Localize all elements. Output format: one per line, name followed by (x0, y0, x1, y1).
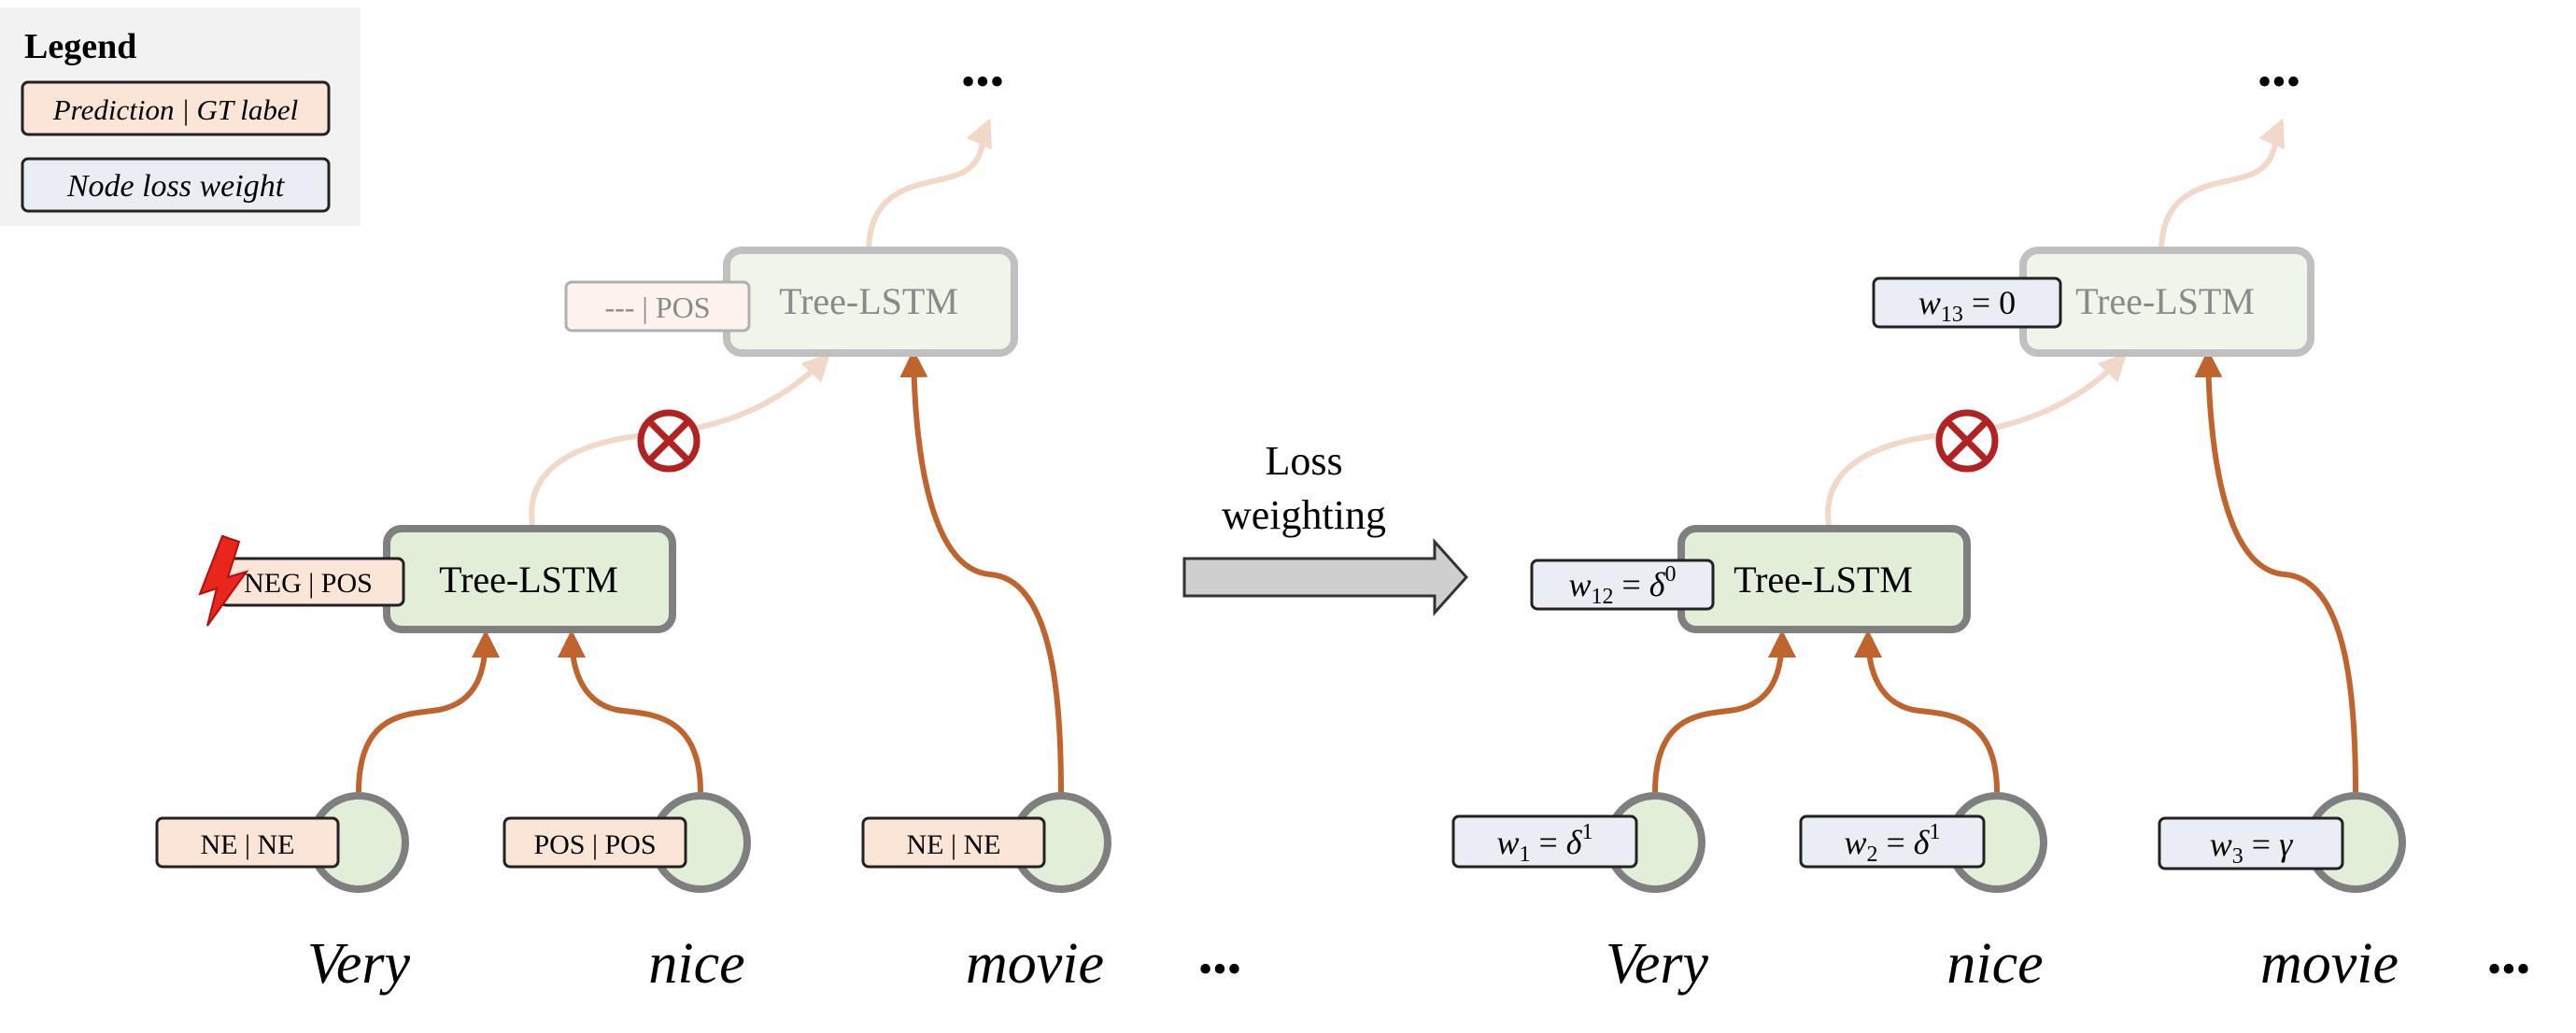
leaf-prediction-label-very: NE | NE (201, 829, 295, 860)
edge-nice-to-internal-weighted (1854, 630, 2000, 793)
root-prediction-box (564, 280, 751, 333)
cross-icon (637, 409, 701, 473)
internal-prediction-label: NEG | POS (244, 568, 373, 599)
internal-weight-box (1530, 559, 1715, 611)
edge-movie-to-root-weighted (2194, 349, 2358, 793)
transition-line1: Loss (1265, 438, 1342, 484)
leaf-prediction-label-movie: NE | NE (907, 829, 1001, 860)
ellipsis-top-left: ••• (961, 59, 1004, 105)
word-nice-weighted: nice (1946, 932, 2043, 996)
ellipsis-bottom-right: ••• (2487, 946, 2530, 992)
edge-very-to-internal (356, 630, 500, 793)
leaf-weight-box-nice (1799, 814, 1986, 869)
leaf-prediction-box-very (155, 816, 340, 869)
leaf-prediction-label-nice: POS | POS (533, 829, 656, 860)
leaf-weight-box-movie (2158, 816, 2344, 870)
root-weight-formula: w13 = 0 (1918, 284, 2016, 327)
transition-line2: weighting (1222, 492, 1386, 538)
lightning-bolt-icon (198, 534, 249, 627)
word-very: Very (307, 932, 411, 996)
leaf-weight-formula-movie: w3 = γ (2210, 826, 2293, 869)
edge-movie-to-root (899, 349, 1064, 793)
word-nice: nice (648, 932, 744, 996)
root-node-label-weighted: Tree-LSTM (2075, 280, 2255, 322)
ellipsis-top-right: ••• (2258, 59, 2300, 105)
legend: Legend Prediction | GT label Node loss w… (0, 7, 361, 226)
legend-prediction-swatch (21, 80, 331, 136)
leaf-prediction-box-movie (861, 816, 1046, 869)
edge-root-to-above (866, 118, 992, 253)
edge-root-to-above-weighted (2158, 118, 2285, 253)
word-movie: movie (966, 932, 1104, 996)
internal-node-label: Tree-LSTM (439, 559, 618, 601)
left-tree: Tree-LSTM --- | POS Tree-LSTM NEG | POS … (155, 59, 1241, 996)
root-weight-box (1872, 276, 2062, 329)
cross-icon (1935, 409, 1999, 473)
edge-nice-to-internal (558, 630, 703, 793)
right-arrow-icon (1182, 538, 1469, 616)
legend-prediction-label: Prediction | GT label (52, 93, 299, 126)
leaf-prediction-box-nice (502, 816, 687, 869)
word-very-weighted: Very (1606, 932, 1709, 996)
leaf-weight-box-very (1451, 814, 1638, 869)
leaf-weight-formula-nice: w2 = δ1 (1844, 820, 1940, 867)
ellipsis-bottom-left: ••• (1198, 946, 1241, 992)
legend-weight-swatch (21, 157, 331, 213)
internal-weight-formula: w12 = δ0 (1568, 562, 1676, 609)
edge-very-to-internal-weighted (1652, 630, 1796, 793)
legend-title: Legend (24, 27, 136, 66)
right-tree: Tree-LSTM w13 = 0 Tree-LSTM w12 = δ0 w1 … (1451, 59, 2530, 996)
root-node-label: Tree-LSTM (779, 280, 958, 322)
leaf-weight-formula-very: w1 = δ1 (1496, 820, 1592, 867)
transition: Loss weighting (1182, 438, 1469, 616)
root-prediction-label: --- | POS (604, 290, 710, 324)
word-movie-weighted: movie (2260, 932, 2399, 996)
legend-weight-label: Node loss weight (66, 169, 286, 204)
internal-node-label-weighted: Tree-LSTM (1734, 559, 1913, 601)
